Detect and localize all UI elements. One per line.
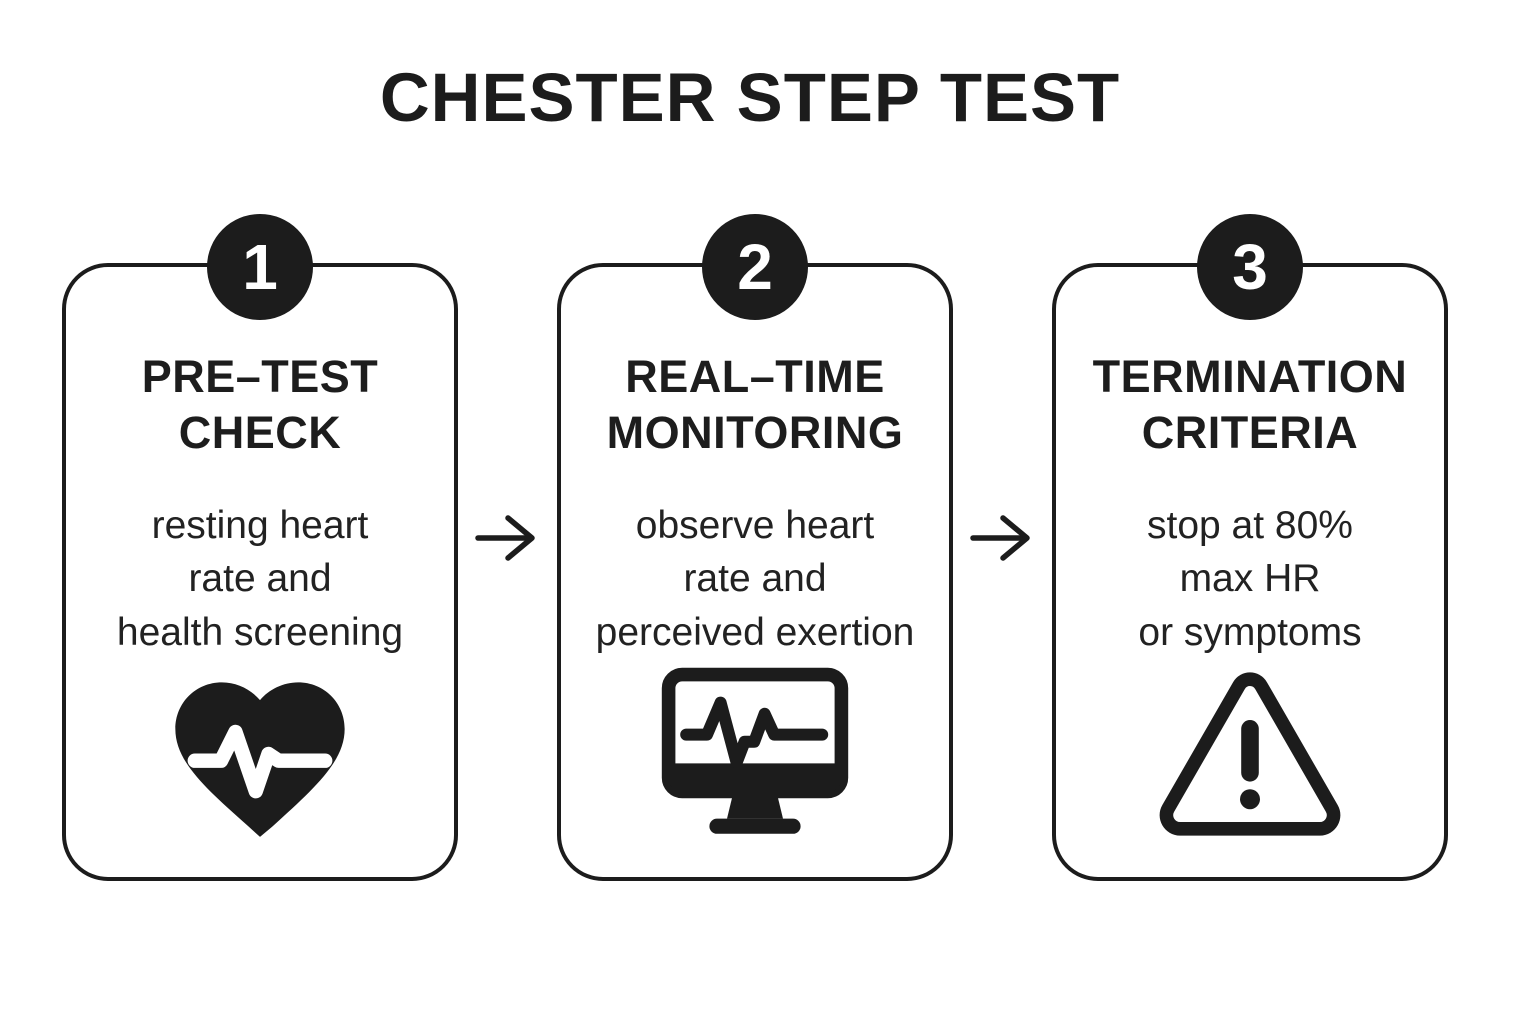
step-heading-line: MONITORING bbox=[606, 406, 904, 458]
step-number-badge: 3 bbox=[1197, 214, 1303, 320]
step-heading-line: PRE–TEST bbox=[141, 351, 379, 402]
right-arrow-icon bbox=[969, 515, 1030, 561]
step-description-line: perceived exertion bbox=[595, 611, 915, 655]
step-description-line: stop at 80% bbox=[1147, 503, 1353, 547]
step-description-line: or symptoms bbox=[1138, 611, 1362, 655]
steps-row: 1 PRE–TEST CHECK resting heart rate and … bbox=[62, 214, 1448, 881]
flow-arrow bbox=[953, 508, 1052, 568]
step-heading: PRE–TEST CHECK bbox=[142, 349, 379, 461]
step-heading-line: REAL–TIME bbox=[625, 351, 885, 402]
step-heading-line: CRITERIA bbox=[1141, 406, 1359, 458]
step-card-real-time-monitoring: 2 REAL–TIME MONITORING observe heart rat… bbox=[557, 214, 953, 881]
step-description-line: health screening bbox=[116, 611, 404, 655]
step-description-line: resting heart bbox=[151, 503, 369, 547]
step-number-badge: 2 bbox=[702, 214, 808, 320]
heart-pulse-icon bbox=[158, 660, 362, 842]
step-description-line: max HR bbox=[1179, 557, 1321, 601]
flow-arrow bbox=[458, 508, 557, 568]
step-card-termination-criteria: 3 TERMINATION CRITERIA stop at 80% max H… bbox=[1052, 214, 1448, 881]
step-heading: TERMINATION CRITERIA bbox=[1093, 349, 1408, 461]
step-description: stop at 80% max HR or symptoms bbox=[1138, 499, 1361, 660]
warning-triangle-icon bbox=[1154, 660, 1346, 840]
step-description-line: rate and bbox=[683, 557, 827, 601]
step-description: observe heart rate and perceived exertio… bbox=[596, 499, 915, 660]
step-heading-line: CHECK bbox=[178, 406, 342, 458]
step-card-pre-test-check: 1 PRE–TEST CHECK resting heart rate and … bbox=[62, 214, 458, 881]
step-heading: REAL–TIME MONITORING bbox=[607, 349, 904, 461]
step-description-line: rate and bbox=[188, 557, 332, 601]
monitor-pulse-icon bbox=[659, 665, 851, 837]
step-description-line: observe heart bbox=[635, 503, 875, 547]
step-heading-line: TERMINATION bbox=[1092, 351, 1408, 402]
right-arrow-icon bbox=[474, 515, 535, 561]
page-title: CHESTER STEP TEST bbox=[379, 59, 1121, 136]
step-description: resting heart rate and health screening bbox=[117, 499, 403, 660]
step-number-badge: 1 bbox=[207, 214, 313, 320]
